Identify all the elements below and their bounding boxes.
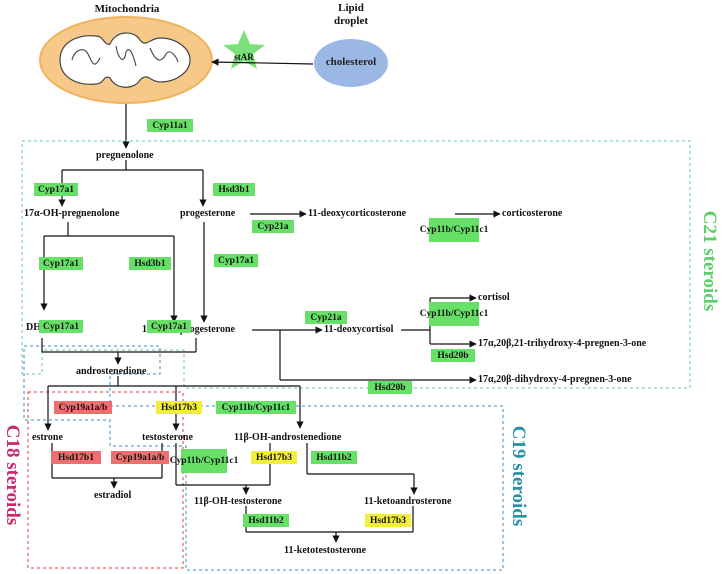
enzyme-cyp17a1: Cyp17a1 bbox=[214, 254, 258, 267]
compound-11b-oh-testosterone: 11β-OH-testosterone bbox=[194, 496, 282, 507]
compound-11-ketoandrosterone: 11-ketoandrosterone bbox=[364, 496, 452, 507]
compound-testosterone: testosterone bbox=[142, 432, 193, 443]
star-label: stAR bbox=[234, 52, 254, 62]
enzyme-cyp11b-cyp11c1: Cyp11b/Cyp11c1 bbox=[216, 401, 296, 414]
enzyme-hsd17b3: Hsd17b3 bbox=[251, 451, 297, 464]
compound-estradiol: estradiol bbox=[94, 490, 132, 501]
compound-11-deoxycortisol: 11-deoxycortisol bbox=[324, 324, 394, 335]
enzyme-cyp11b-cyp11c1-line1: Cyp11b/ bbox=[419, 309, 454, 319]
enzyme-cyp17a1: Cyp17a1 bbox=[147, 320, 191, 333]
enzyme-hsd20b: Hsd20b bbox=[368, 381, 412, 394]
enzyme-cyp11b-cyp11c1: Cyp11b/ Cyp11c1 bbox=[420, 218, 488, 242]
enzyme-cyp11b-cyp11c1-line2: Cyp11c1 bbox=[203, 456, 239, 466]
lipid-droplet-title: Lipid droplet bbox=[320, 2, 382, 28]
compound-dihydroxy-pregnenone: 17α,20β-dihydroxy-4-pregnen-3-one bbox=[478, 374, 632, 385]
c18-group-border bbox=[27, 391, 184, 569]
enzyme-cyp11b-cyp11c1-line2: Cyp11c1 bbox=[453, 309, 489, 319]
enzyme-hsd3b1: Hsd3b1 bbox=[213, 183, 255, 196]
star-icon bbox=[223, 30, 265, 69]
enzyme-cyp21a: Cyp21a bbox=[305, 311, 347, 324]
enzyme-cyp11a1: Cyp11a1 bbox=[147, 119, 193, 132]
lipid-droplet-icon bbox=[314, 39, 388, 87]
group-label-c19: C19 steroids bbox=[508, 425, 529, 527]
enzyme-cyp17a1: Cyp17a1 bbox=[39, 320, 83, 333]
enzyme-cyp11b-cyp11c1-line1: Cyp11b/ bbox=[419, 225, 454, 235]
compound-cortisol: cortisol bbox=[478, 292, 510, 303]
enzyme-cyp11b-cyp11c1: Cyp11b/ Cyp11c1 bbox=[420, 302, 488, 326]
compound-17a-oh-pregnenolone: 17α-OH-pregnenolone bbox=[24, 208, 120, 219]
cholesterol-label: cholesterol bbox=[325, 56, 377, 68]
enzyme-hsd11b2: Hsd11b2 bbox=[243, 514, 289, 527]
enzyme-hsd17b3: Hsd17b3 bbox=[156, 401, 202, 414]
enzyme-cyp19a1a-b: Cyp19a1a/b bbox=[111, 451, 169, 464]
compound-androstenedione: androstenedione bbox=[76, 366, 147, 377]
compound-11-deoxycorticosterone: 11-deoxycorticosterone bbox=[308, 208, 407, 219]
compound-pregnenolone: pregnenolone bbox=[96, 150, 154, 161]
enzyme-cyp11b-cyp11c1: Cyp11b/ Cyp11c1 bbox=[170, 449, 238, 473]
compound-corticosterone: corticosterone bbox=[502, 208, 563, 219]
enzyme-cyp11b-cyp11c1-line1: Cyp11b/ bbox=[169, 456, 204, 466]
lipid-droplet-title-line1: Lipid bbox=[338, 2, 364, 14]
enzyme-hsd17b1: Hsd17b1 bbox=[51, 451, 101, 464]
enzyme-hsd20b: Hsd20b bbox=[431, 349, 475, 362]
enzyme-hsd17b3: Hsd17b3 bbox=[365, 514, 411, 527]
group-label-c21: C21 steroids bbox=[699, 210, 720, 312]
compound-estrone: estrone bbox=[32, 432, 63, 443]
enzyme-cyp11b-cyp11c1-line2: Cyp11c1 bbox=[453, 225, 489, 235]
enzyme-cyp19a1a-b: Cyp19a1a/b bbox=[54, 401, 112, 414]
mitochondria-icon bbox=[39, 16, 213, 104]
enzyme-cyp17a1: Cyp17a1 bbox=[39, 257, 83, 270]
compound-progesterone: progesterone bbox=[180, 208, 236, 219]
enzyme-cyp21a: Cyp21a bbox=[252, 220, 294, 233]
lipid-droplet-title-line2: droplet bbox=[333, 15, 369, 27]
compound-trihydroxy-pregnenone: 17α,20β,21-trihydroxy-4-pregnen-3-one bbox=[478, 338, 647, 349]
enzyme-hsd11b2: Hsd11b2 bbox=[311, 451, 357, 464]
group-label-c18: C18 steroids bbox=[2, 424, 23, 526]
enzyme-cyp17a1: Cyp17a1 bbox=[34, 183, 78, 196]
c19-group-border bbox=[23, 345, 504, 571]
enzyme-hsd3b1: Hsd3b1 bbox=[129, 257, 171, 270]
c21-group-border bbox=[21, 140, 691, 389]
mitochondria-title: Mitochondria bbox=[94, 3, 160, 15]
compound-11-ketotestosterone: 11-ketotestosterone bbox=[284, 545, 367, 556]
compound-11b-oh-androstenedione: 11β-OH-androstenedione bbox=[234, 432, 342, 443]
